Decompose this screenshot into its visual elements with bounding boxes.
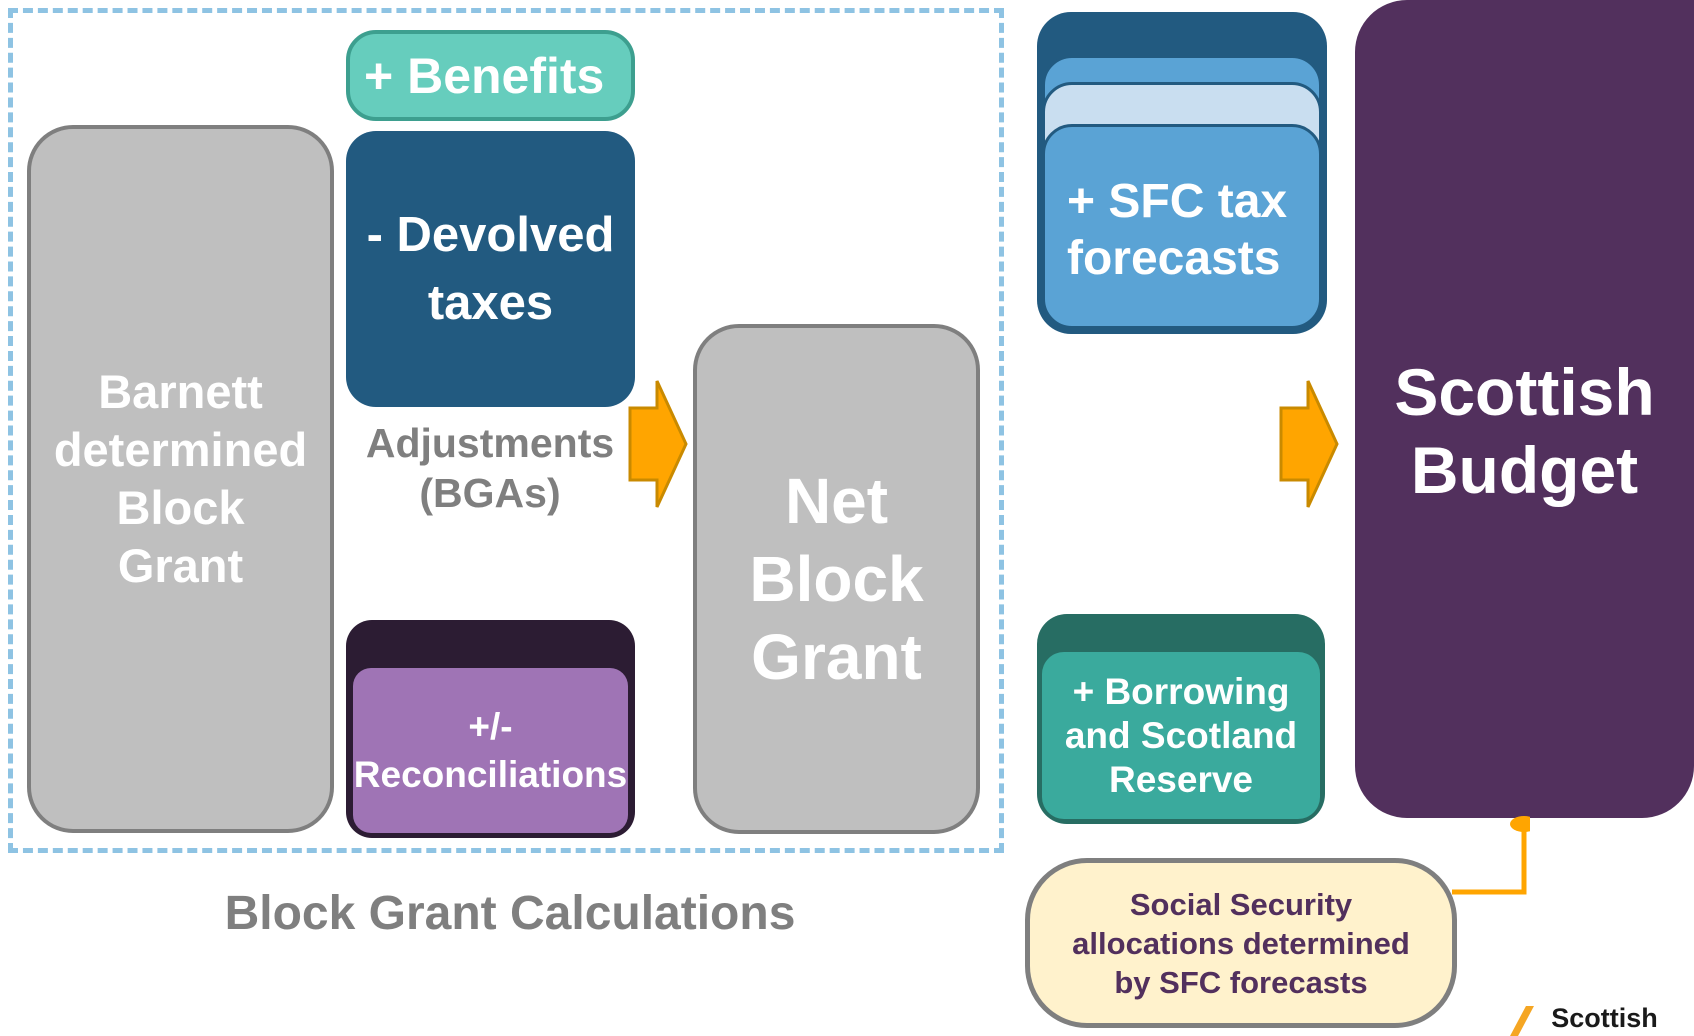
scottish-budget-line: Scottish — [1394, 355, 1655, 429]
sfc-line: forecasts — [1067, 231, 1281, 285]
devolved-line: taxes — [427, 276, 554, 330]
scottish-budget-line: Budget — [1410, 433, 1639, 507]
social-line: by SFC forecasts — [1114, 964, 1368, 1000]
social-line: allocations determined — [1072, 925, 1410, 961]
connector-line — [1452, 816, 1530, 895]
net-line: Block — [749, 543, 924, 615]
sfc-line: + SFC tax — [1067, 174, 1288, 228]
adjustments-line: (BGAs) — [419, 469, 561, 516]
barnett-line: Barnett — [98, 365, 263, 418]
borrowing-line: + Borrowing — [1072, 670, 1290, 712]
adjustments-line: Adjustments — [365, 419, 615, 466]
social-security-note: Social Security allocations determined b… — [1025, 858, 1457, 1028]
right-arrow-icon — [1279, 380, 1339, 508]
adjustments-label: Adjustments (BGAs) — [355, 415, 625, 520]
net-block-grant-box: Net Block Grant — [693, 324, 980, 834]
benefits-label: + Benefits — [364, 47, 605, 104]
devolved-taxes-box: - Devolved taxes — [346, 131, 635, 407]
social-line: Social Security — [1129, 886, 1353, 922]
devolved-line: - Devolved — [366, 208, 615, 262]
right-arrow-icon — [628, 380, 688, 508]
block-grant-calculations-text: Block Grant Calculations — [224, 886, 796, 940]
borrowing-line: Reserve — [1108, 758, 1253, 800]
reconciliations-line: +/- — [468, 705, 513, 747]
block-grant-calculations-label: Block Grant Calculations — [150, 878, 870, 948]
reconciliations-box: +/- Reconciliations — [353, 668, 628, 833]
sfc-tax-forecasts-box: + SFC tax forecasts — [1042, 124, 1322, 329]
barnett-line: Grant — [117, 539, 244, 592]
scottish-budget-box: Scottish Budget — [1355, 0, 1694, 818]
benefits-box: + Benefits — [346, 30, 635, 121]
borrowing-reserve-box: + Borrowing and Scotland Reserve — [1042, 652, 1320, 819]
reconciliations-line: Reconciliations — [353, 753, 628, 795]
borrowing-line: and Scotland — [1064, 714, 1298, 756]
block-grant-calculations-region — [8, 8, 1004, 853]
barnett-line: determined — [53, 423, 308, 476]
net-line: Grant — [751, 621, 922, 693]
barnett-line: Block — [116, 481, 245, 534]
barnett-block-grant-box: Barnett determined Block Grant — [27, 125, 334, 833]
net-line: Net — [784, 465, 889, 537]
scottish-logo: Scottish — [1515, 1003, 1694, 1034]
logo-text: Scottish — [1551, 1003, 1658, 1033]
